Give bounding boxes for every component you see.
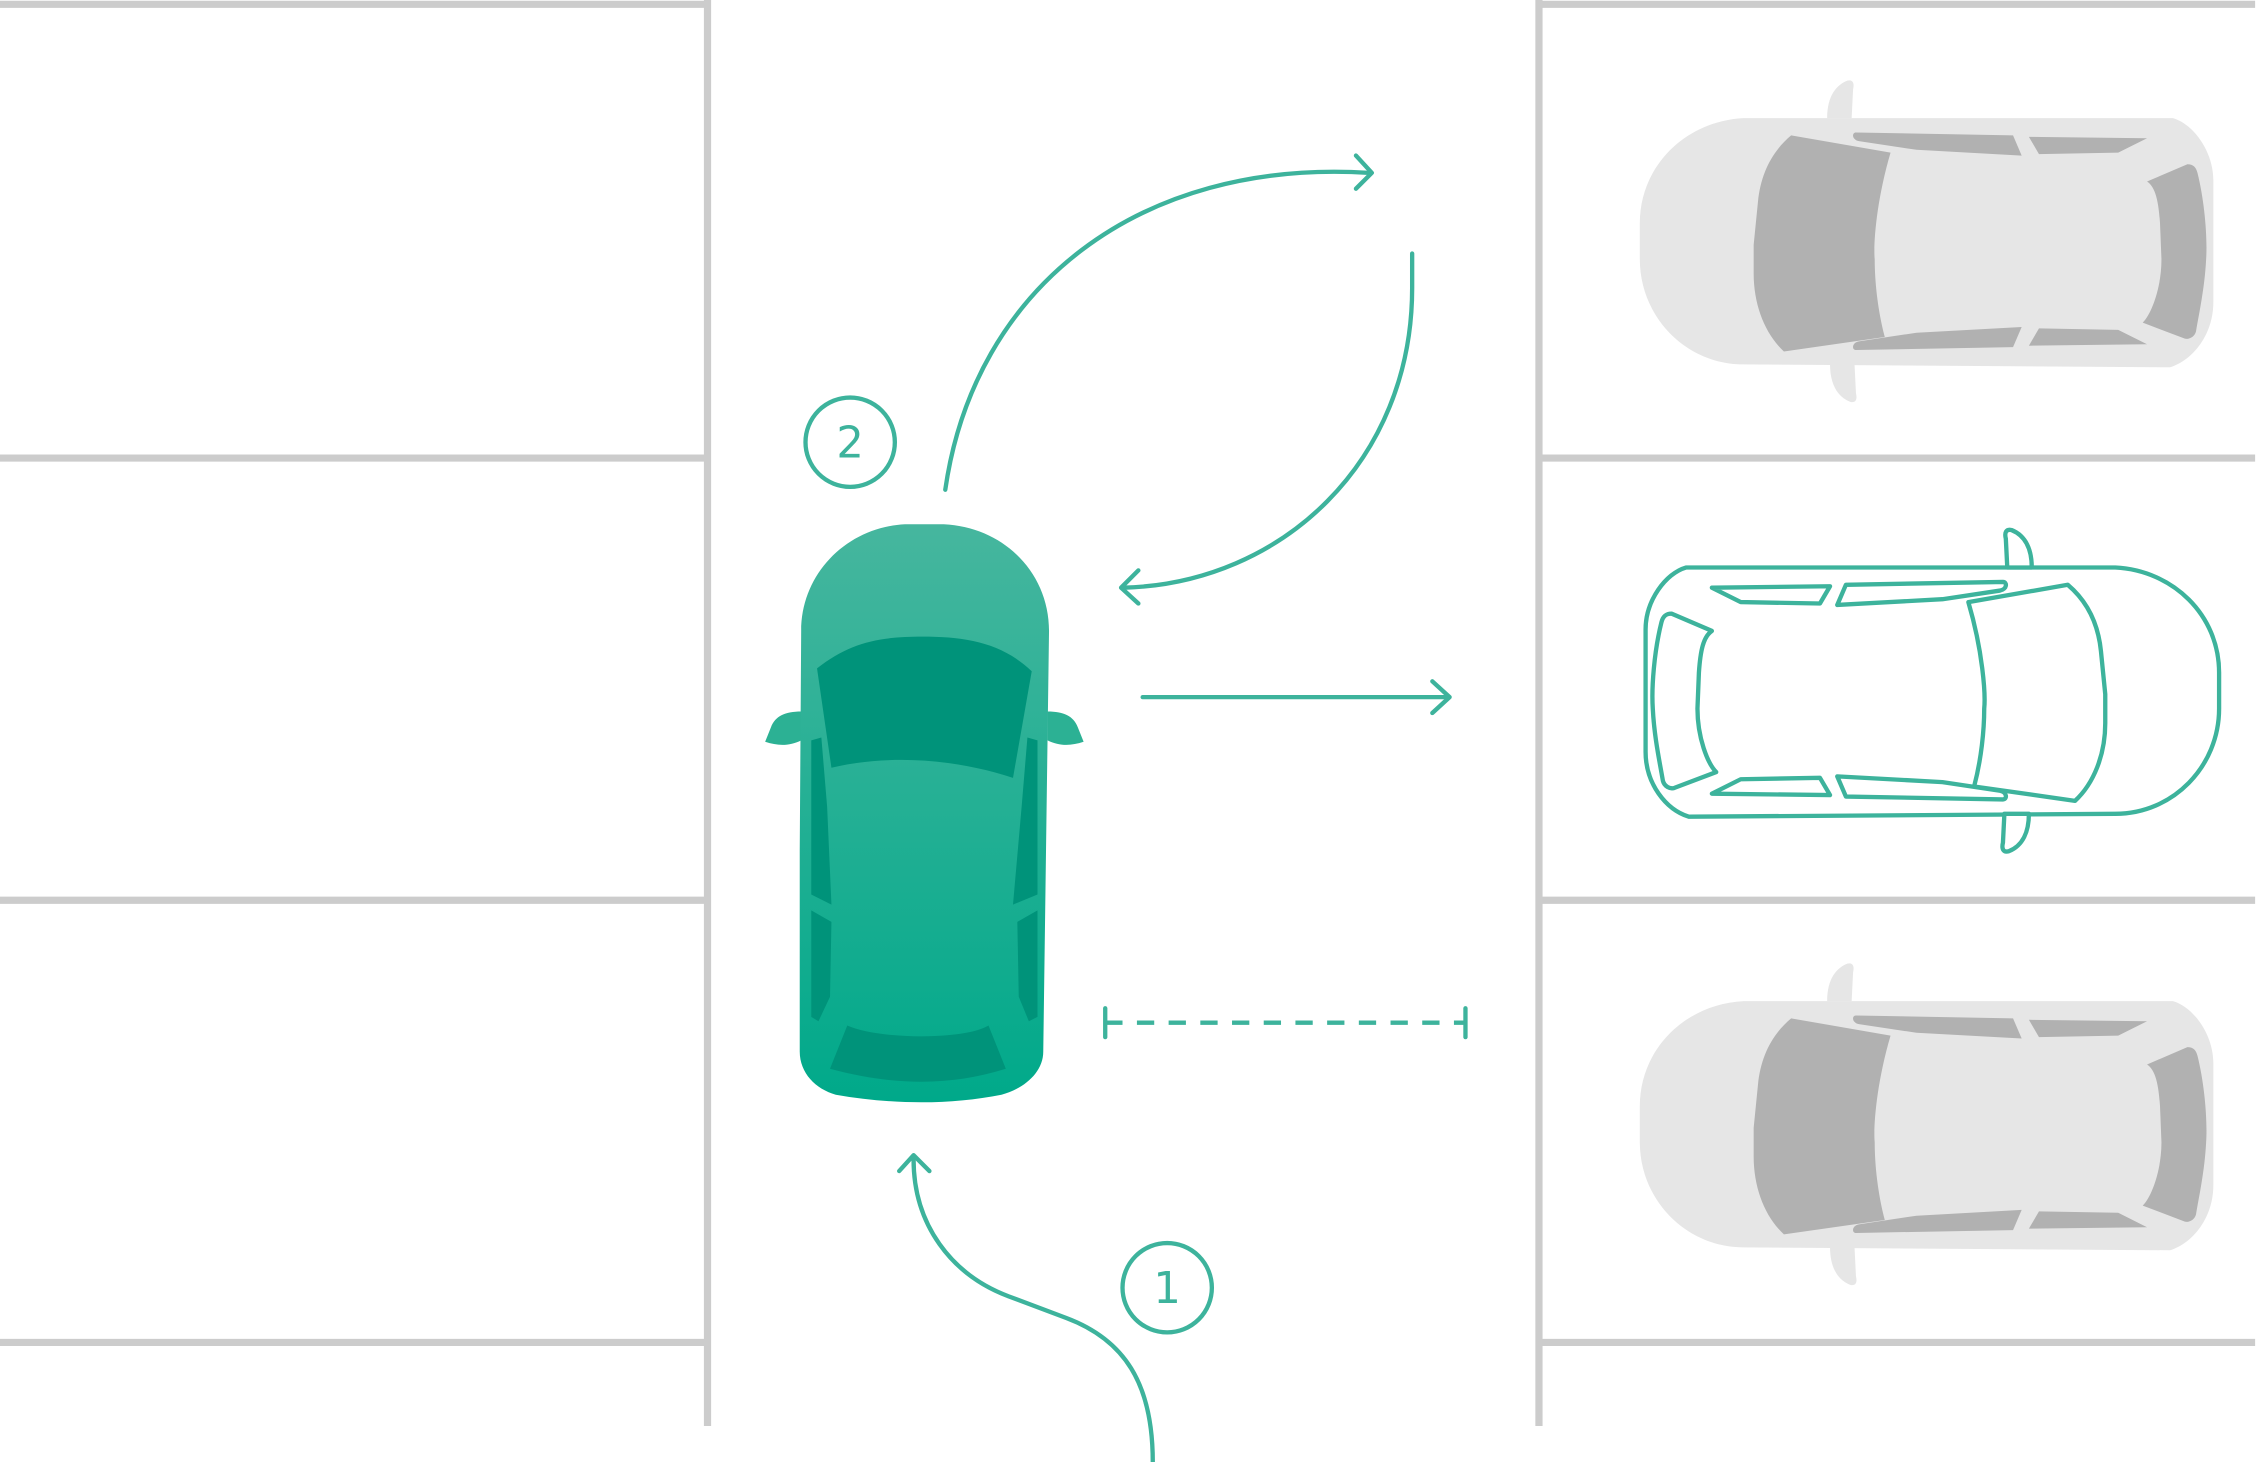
step-marker-1: 1 xyxy=(1120,1240,1215,1335)
parked-car-top xyxy=(1639,80,2214,403)
car-body xyxy=(799,524,1050,1103)
car-windshield xyxy=(817,636,1032,778)
arrowhead-up-icon xyxy=(897,1153,932,1174)
car-side-window xyxy=(811,737,832,905)
arrowhead-left-icon xyxy=(1118,568,1141,606)
arrow-approach xyxy=(897,1153,1155,1462)
main-car xyxy=(765,524,1084,1103)
car-side-window xyxy=(1017,910,1038,1022)
arrow-swing-back xyxy=(1118,251,1415,606)
car-rear-window xyxy=(829,1025,1006,1082)
step-circle xyxy=(803,395,898,490)
step-number: 2 xyxy=(836,419,864,469)
parked-car-bottom xyxy=(1639,963,2214,1286)
arrow-approach-path xyxy=(911,1157,1155,1462)
arrow-swing-out xyxy=(943,153,1374,492)
distance-marker xyxy=(1103,1006,1468,1040)
step-marker-2: 2 xyxy=(803,395,898,490)
step-number: 1 xyxy=(1153,1264,1181,1314)
arrow-swing-out-path xyxy=(943,169,1372,492)
arrow-swing-back-path xyxy=(1121,251,1415,590)
parking-lines-right xyxy=(1535,0,2256,1426)
parking-lines-left xyxy=(0,0,712,1426)
arrowhead-right-icon xyxy=(1430,679,1452,716)
target-car-outline xyxy=(1646,530,2220,852)
step-circle xyxy=(1120,1240,1215,1335)
car-side-window xyxy=(811,910,832,1022)
car-mirror-left xyxy=(765,711,802,745)
arrowhead-right-icon xyxy=(1353,153,1374,191)
car-mirror-right xyxy=(1047,711,1084,745)
arrow-to-spot xyxy=(1140,679,1452,716)
car-side-window xyxy=(1013,737,1038,905)
